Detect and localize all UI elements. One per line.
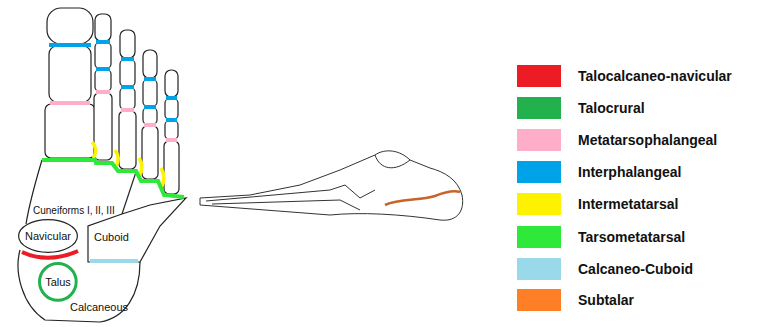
metatarsophalangeal-joint — [144, 123, 156, 127]
bone-label: Cuneiforms I, II, III — [33, 205, 115, 217]
bone-outline — [165, 99, 178, 119]
interphalangeal-joint — [166, 96, 177, 100]
legend-swatch — [517, 226, 561, 248]
side-view-foot — [340, 200, 360, 210]
bone-label: Calcaneous — [70, 301, 128, 313]
bone-name: Navicular — [25, 230, 71, 243]
bone-outline — [143, 80, 157, 106]
bone-outline — [95, 70, 111, 91]
legend-swatch — [517, 129, 561, 151]
intermetatarsal-joint — [115, 150, 118, 166]
bone-name: Talus — [45, 276, 71, 289]
bone-outline — [119, 111, 136, 169]
joint-circle — [40, 264, 77, 301]
bone-label: Cuboid — [94, 231, 129, 243]
bone-outline — [95, 43, 111, 68]
bone-node: Navicular — [18, 219, 78, 253]
side-view-foot — [200, 151, 463, 220]
bone-outline — [122, 172, 136, 214]
legend-label: Metatarsophalangeal — [578, 132, 717, 148]
metatarsophalangeal-joint — [50, 92, 177, 140]
side-view-foot — [375, 155, 410, 168]
legend-item: Talocrural — [517, 97, 645, 119]
legend-swatch — [517, 289, 561, 311]
bone-outline — [120, 88, 135, 109]
legend-label: Calcaneo-Cuboid — [578, 261, 693, 277]
legend-item: Intermetatarsal — [517, 193, 678, 215]
interphalangeal-joint — [49, 42, 177, 120]
bone-outline — [143, 50, 157, 78]
bone-outline — [143, 108, 157, 124]
bone-outline — [47, 8, 93, 44]
calcaneocuboid-joint — [90, 259, 138, 263]
legend-swatch — [517, 97, 561, 119]
metatarsophalangeal-joint — [166, 138, 177, 142]
legend-item: Interphalangeal — [517, 161, 681, 183]
legend-swatch — [517, 65, 561, 87]
side-view-foot — [200, 151, 463, 220]
interphalangeal-joint — [121, 57, 134, 61]
legend-swatch — [517, 258, 561, 280]
legend-label: Tarsometatarsal — [578, 229, 685, 245]
interphalangeal-joint — [96, 67, 110, 71]
interphalangeal-joint — [166, 118, 177, 122]
legend-label: Interphalangeal — [578, 164, 681, 180]
bone-outline — [49, 46, 91, 102]
interphalangeal-joint — [96, 40, 110, 44]
bone-outline — [165, 70, 178, 97]
legend-swatch — [517, 161, 561, 183]
side-view-foot — [212, 200, 340, 204]
tarsometatarsal-joint — [42, 160, 184, 197]
interphalangeal-joint — [121, 85, 134, 89]
interphalangeal-joint — [144, 77, 156, 81]
legend-label: Talocalcaneo-navicular — [578, 68, 732, 84]
bone-outline — [120, 30, 135, 58]
legend-item: Tarsometatarsal — [517, 226, 685, 248]
legend-swatch — [517, 193, 561, 215]
bone-outline — [18, 250, 140, 322]
intermetatarsal-joint — [92, 142, 96, 158]
metatarsophalangeal-joint — [121, 108, 134, 112]
bone-outline — [165, 121, 178, 139]
legend-label: Subtalar — [578, 292, 634, 308]
legend-item: Calcaneo-Cuboid — [517, 258, 693, 280]
legend-item: Metatarsophalangeal — [517, 129, 717, 151]
bone-node: Talus — [38, 262, 78, 302]
bone-outline — [164, 141, 179, 194]
legend-label: Talocrural — [578, 100, 645, 116]
subtalar-joint — [385, 191, 460, 205]
bone-outline — [95, 14, 111, 41]
side-view-foot — [206, 190, 330, 201]
bone-outline — [45, 104, 95, 158]
legend-label: Intermetatarsal — [578, 196, 678, 212]
intermetatarsal-joint — [139, 158, 142, 176]
interphalangeal-joint — [49, 43, 91, 47]
bone-outline — [18, 8, 186, 322]
bone-outline — [120, 60, 135, 86]
bone-outline — [19, 220, 78, 253]
side-view-foot — [330, 185, 375, 198]
metatarsophalangeal-joint — [96, 90, 110, 94]
interphalangeal-joint — [144, 105, 156, 109]
legend-item: Subtalar — [517, 289, 634, 311]
metatarsophalangeal-joint — [50, 101, 90, 105]
bone-outline — [142, 126, 158, 179]
legend-item: Talocalcaneo-navicular — [517, 65, 732, 87]
